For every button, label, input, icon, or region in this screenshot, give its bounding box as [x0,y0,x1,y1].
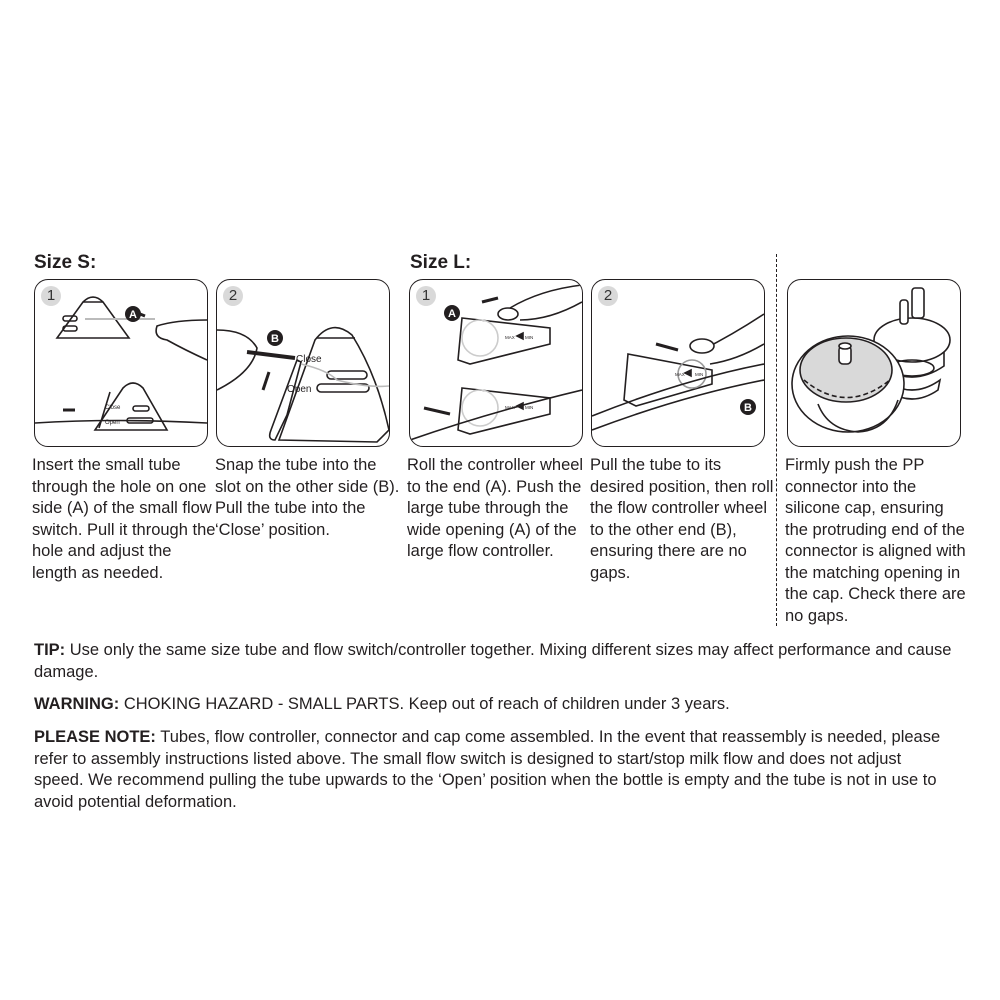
open-label: Open [287,384,311,395]
marker-b-label: B [744,402,752,414]
step-number-badge: 2 [223,286,243,306]
panel-4-labels: B MAX MIN [675,372,756,415]
marker-a-label: A [448,308,456,320]
connector-cap-illustration [791,287,951,433]
min-label: MIN [525,335,533,340]
tip-text: Use only the same size tube and flow swi… [34,641,952,681]
warning-note: WARNING: CHOKING HAZARD - SMALL PARTS. K… [34,694,954,716]
please-note-label: PLEASE NOTE: [34,728,156,746]
warning-label: WARNING: [34,695,120,713]
panel-connector-cap [787,279,961,447]
max-label: MAX [675,372,685,377]
divider-dashed [776,254,777,626]
panel-size-l-step-1: 1 A MAX MIN MAX MIN [409,279,583,447]
marker-a-icon [125,306,141,322]
open-label: Open [105,420,120,426]
marker-a-icon [444,305,460,321]
min-label: MIN [695,372,703,377]
panel-size-s-step-1: 1 A Close Open [34,279,208,447]
step-description: Snap the tube into the slot on the other… [215,456,400,539]
step-description: Firmly push the PP connector into the si… [785,456,966,625]
please-note: PLEASE NOTE: Tubes, flow controller, con… [34,727,954,813]
large-flow-controller-wheel-illustration [410,284,582,441]
marker-b-label: B [271,333,279,345]
step-description: Insert the small tube through the hole o… [32,456,216,582]
small-flow-switch-insert-illustration [35,296,207,431]
max-label: MAX [505,335,515,340]
size-s-heading: Size S: [34,252,97,273]
marker-b-icon [740,399,756,415]
panel-2-labels: B Close Open [267,330,322,395]
close-label: Close [296,354,322,365]
small-flow-switch-snap-illustration [217,326,389,443]
panel-size-s-step-2: 2 B Close Open [216,279,390,447]
marker-b-icon [267,330,283,346]
max-label: MAX [505,405,515,410]
panel-size-l-step-2: 2 B MAX MIN [591,279,765,447]
marker-a-label: A [129,309,137,321]
panel-1-labels: A Close Open [105,306,141,426]
please-note-text: Tubes, flow controller, connector and ca… [34,728,941,811]
step-description: Pull the tube to its desired position, t… [590,456,774,582]
step-number-badge: 2 [598,286,618,306]
panel-3-labels: A MAX MIN MAX MIN [444,305,533,410]
step-number-badge: 1 [416,286,436,306]
size-l-heading: Size L: [410,252,472,273]
min-label: MIN [525,405,533,410]
step-number-badge: 1 [41,286,61,306]
warning-text: CHOKING HAZARD - SMALL PARTS. Keep out o… [119,695,730,713]
close-label: Close [105,405,121,411]
tip-label: TIP: [34,641,66,659]
step-description: Roll the controller wheel to the end (A)… [407,456,584,560]
large-flow-controller-pull-illustration [592,313,764,431]
tip-note: TIP: Use only the same size tube and flo… [34,640,954,683]
